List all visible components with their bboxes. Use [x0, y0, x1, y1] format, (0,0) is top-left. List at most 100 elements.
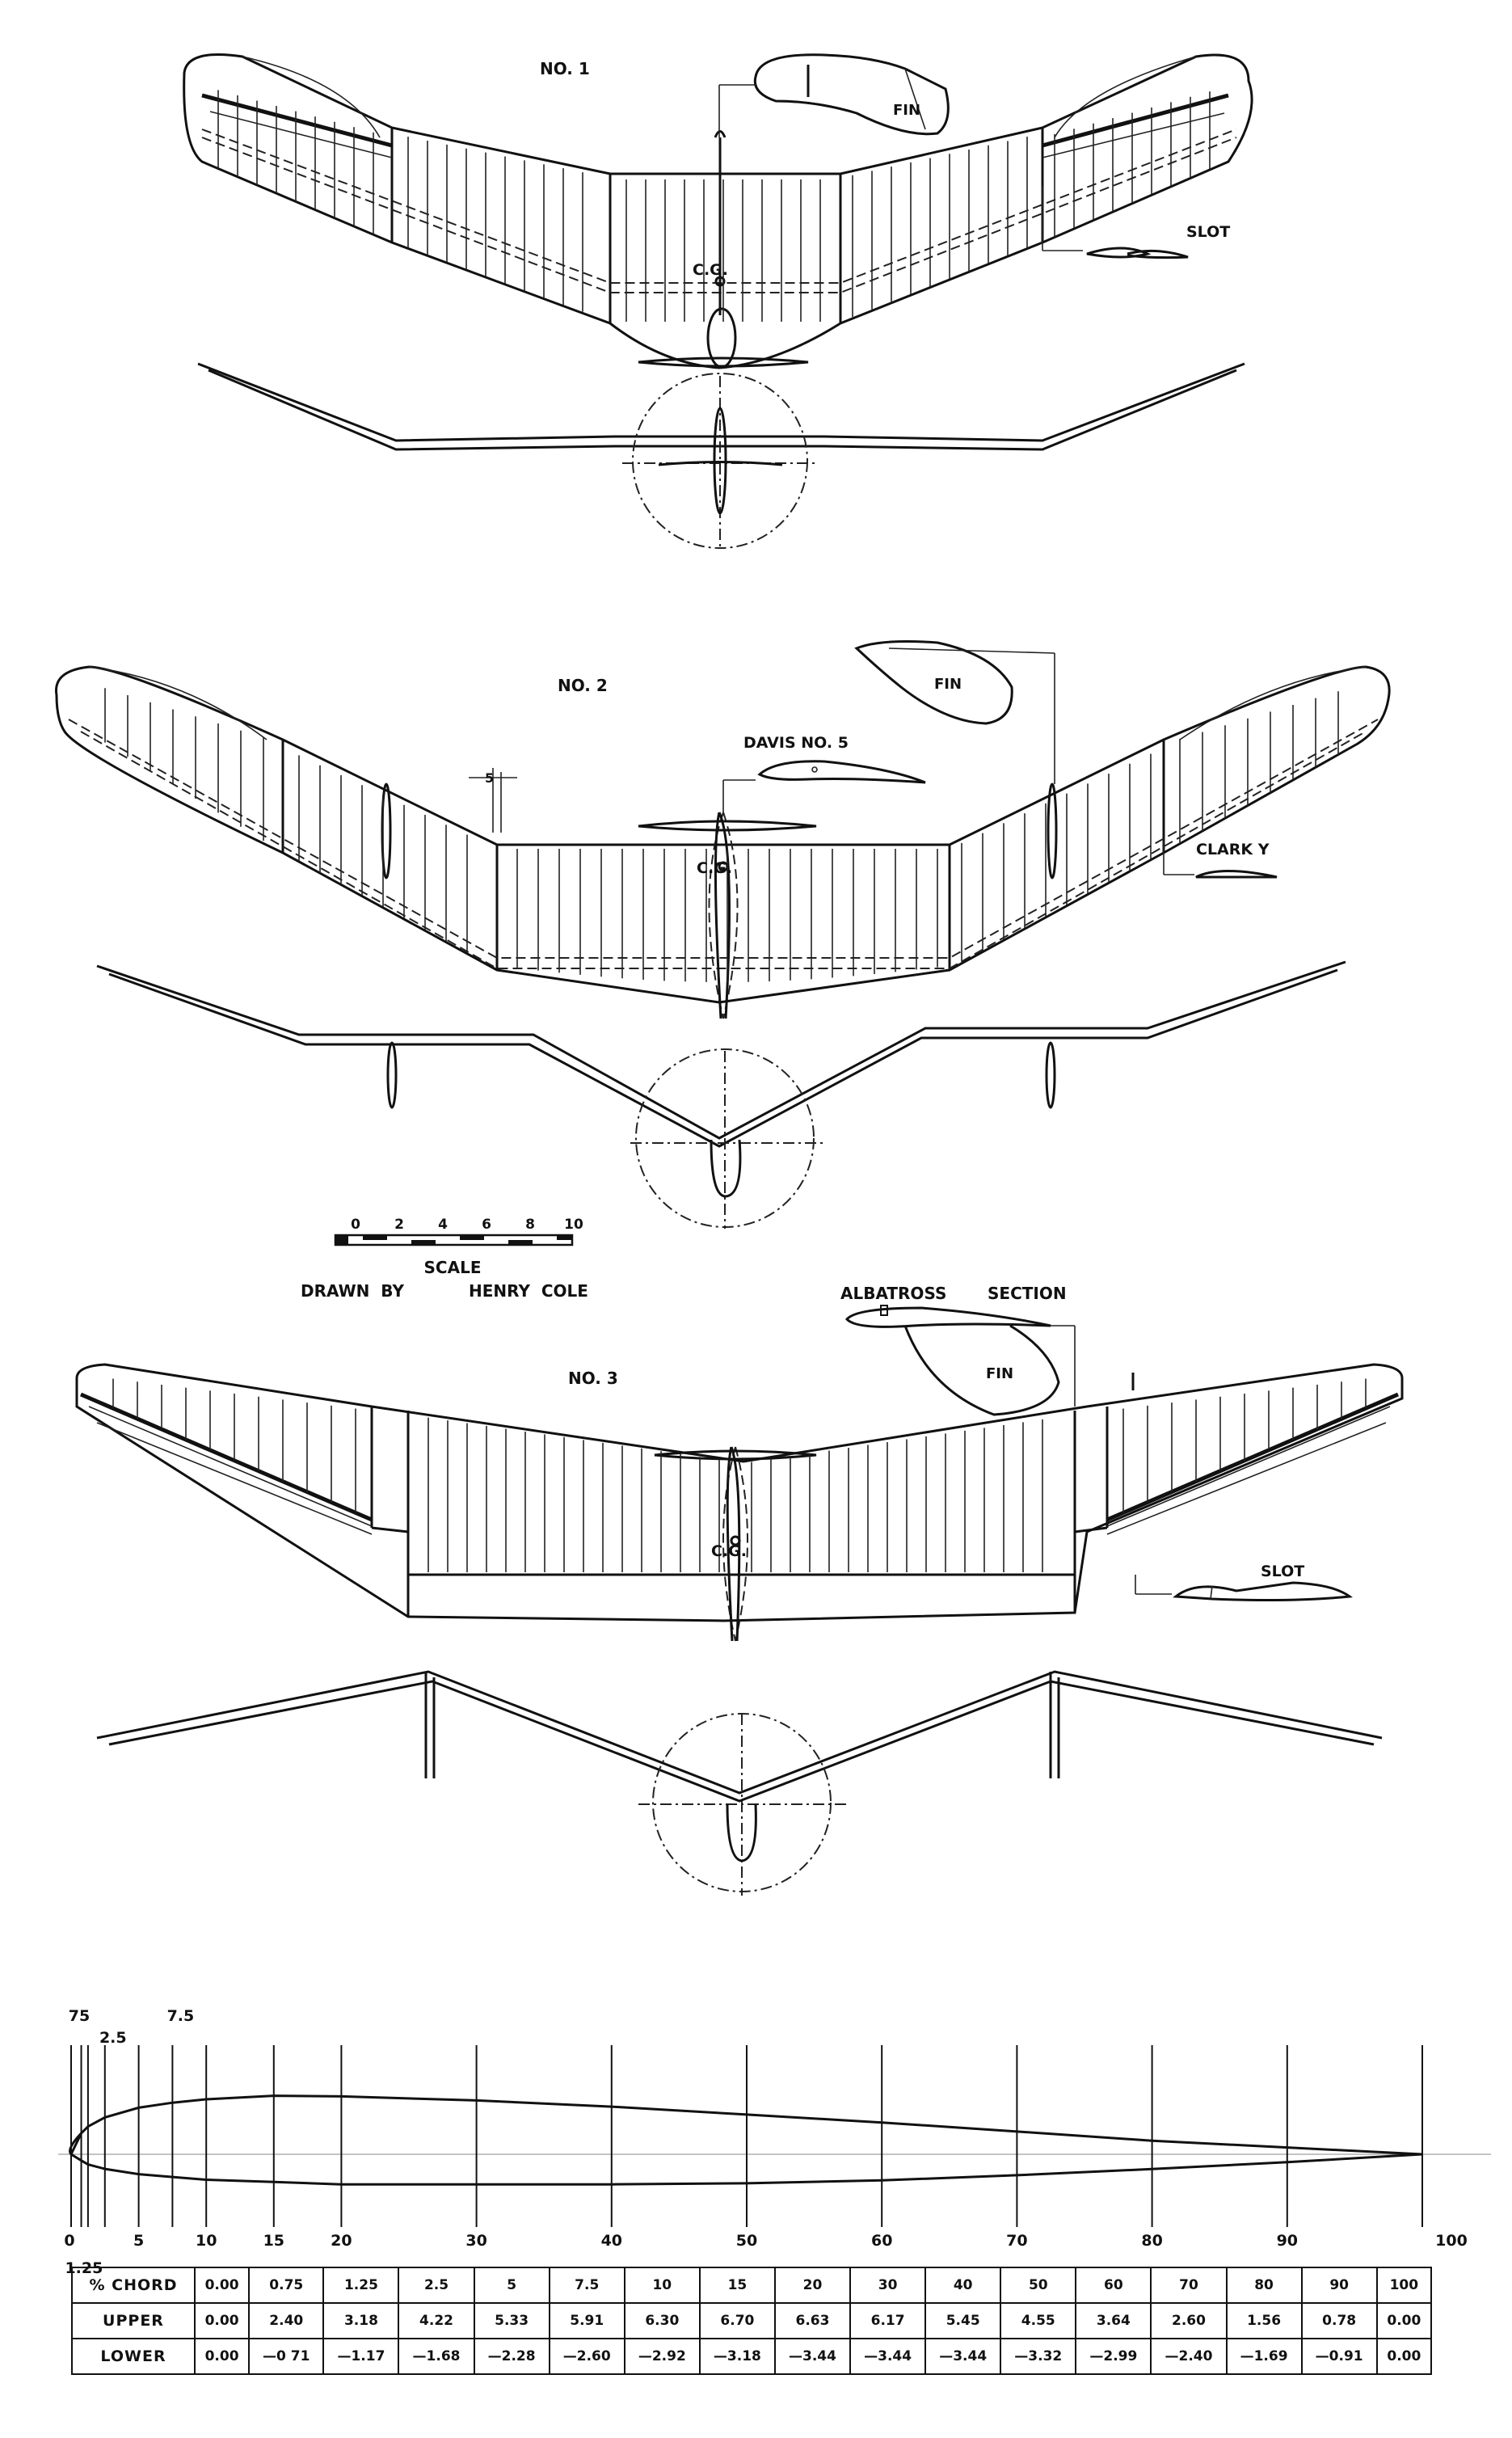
station-label: 70: [1006, 2232, 1027, 2250]
ordinate-cell: —3.32: [1000, 2338, 1077, 2375]
station-label: 60: [871, 2232, 892, 2250]
ordinate-cell: —2.99: [1075, 2338, 1152, 2375]
albatross-label: ALBATROSS: [840, 1284, 946, 1303]
station-top-label: 2.5: [99, 2029, 127, 2047]
scale-tick-label: 8: [525, 1217, 535, 1233]
ordinate-cell: —3.18: [698, 2338, 776, 2375]
glider-1-label: NO. 1: [540, 59, 590, 78]
ordinate-cell: 3.18: [322, 2302, 400, 2339]
station-label: 20: [331, 2232, 352, 2250]
glider-3-plan: [75, 1363, 1404, 1642]
ordinate-cell: —3.44: [924, 2338, 1002, 2375]
clark-y-detail: [1163, 841, 1278, 879]
ordinate-cell: 4.55: [1000, 2302, 1077, 2339]
ordinate-cell: 5.91: [548, 2302, 625, 2339]
drawn-by-label: DRAWN BY: [301, 1281, 404, 1301]
ordinate-cell: 1.56: [1225, 2302, 1303, 2339]
ordinate-cell: 80: [1225, 2267, 1303, 2304]
ordinate-cell: 20: [773, 2267, 852, 2304]
section-label: SECTION: [988, 1284, 1067, 1303]
albatross-fin-detail: [844, 1305, 1076, 1416]
ordinate-cell: 5.45: [924, 2302, 1002, 2339]
ordinate-cell: 10: [623, 2267, 701, 2304]
station-label: 15: [263, 2232, 284, 2250]
ordinate-cell: 0.00: [193, 2338, 251, 2375]
dimension-5-label: 5: [485, 770, 494, 786]
station-label: 90: [1277, 2232, 1298, 2250]
ordinate-cell: —2.60: [548, 2338, 625, 2375]
ordinate-cell: 7.5: [548, 2267, 625, 2304]
fin-2-detail: [854, 640, 1055, 784]
station-label: 0: [64, 2232, 74, 2250]
glider-3-front: [96, 1670, 1383, 1896]
ordinate-cell: 15: [698, 2267, 776, 2304]
scale-tick-label: 4: [438, 1217, 448, 1233]
station-label: 40: [601, 2232, 622, 2250]
ordinate-cell: 0.00: [1375, 2338, 1433, 2375]
ordinate-cell: —1.68: [398, 2338, 475, 2375]
scale-tick-label: 6: [482, 1217, 491, 1233]
row-header-cell: % CHORD: [71, 2267, 196, 2304]
station-label: 50: [736, 2232, 757, 2250]
davis-label: DAVIS NO. 5: [743, 734, 849, 752]
row-header-cell: LOWER: [71, 2338, 196, 2375]
ordinate-cell: 5: [473, 2267, 550, 2304]
slot-3-label: SLOT: [1261, 1563, 1304, 1580]
ordinate-cell: 1.25: [322, 2267, 400, 2304]
upper-surface-line: [69, 2094, 1423, 2156]
ordinate-cell: 6.30: [623, 2302, 701, 2339]
cog-1-label: C.G.: [693, 261, 728, 279]
ordinate-cell: 0.00: [193, 2267, 251, 2304]
glider-2-front: [96, 960, 1346, 1229]
cog-3-label: C.G.: [711, 1542, 747, 1560]
ordinate-cell: 0.78: [1300, 2302, 1378, 2339]
scale-tick-label: 2: [394, 1217, 404, 1233]
station-top-label: 75: [69, 2007, 90, 2025]
ordinate-cell: 40: [924, 2267, 1002, 2304]
station-label: 30: [465, 2232, 486, 2250]
scale-tick-label: 0: [351, 1217, 360, 1233]
wing-ribs: [104, 90, 1367, 1572]
ordinate-cell: 4.22: [398, 2302, 475, 2339]
ordinate-cell: 70: [1150, 2267, 1228, 2304]
station-label: 80: [1141, 2232, 1162, 2250]
slot-1-label: SLOT: [1186, 223, 1230, 241]
glider-1-front: [197, 362, 1245, 550]
station-label: 100: [1435, 2232, 1468, 2250]
glider-1-plan: [183, 53, 1253, 369]
ordinate-cell: 3.64: [1075, 2302, 1152, 2339]
ordinate-cell: 5.33: [473, 2302, 550, 2339]
ordinate-cell: —2.28: [473, 2338, 550, 2375]
ordinate-cell: 2.40: [248, 2302, 325, 2339]
leading-edge: [69, 2132, 82, 2156]
row-header-cell: UPPER: [71, 2302, 196, 2339]
ordinate-cell: 6.70: [698, 2302, 776, 2339]
glider-2-label: NO. 2: [558, 676, 608, 695]
ordinate-cell: —3.44: [773, 2338, 852, 2375]
station-label: 5: [133, 2232, 144, 2250]
station-label: 10: [196, 2232, 217, 2250]
fin-1-label: FIN: [893, 102, 920, 119]
glider-3-label: NO. 3: [568, 1369, 618, 1388]
davis-section-detail: [722, 760, 926, 812]
ordinate-cell: 30: [849, 2267, 927, 2304]
ordinate-cell: —3.44: [849, 2338, 927, 2375]
scale-title: SCALE: [424, 1258, 482, 1277]
clark-label: CLARK Y: [1196, 841, 1270, 858]
cog-2-label: C.G.: [697, 859, 732, 877]
lower-surface-line: [70, 2153, 1423, 2186]
slot-3-detail: [1135, 1575, 1353, 1601]
ordinate-cell: —0 71: [248, 2338, 325, 2375]
fin-2-label: FIN: [934, 676, 962, 693]
ordinate-cell: 60: [1075, 2267, 1152, 2304]
ordinate-cell: 6.63: [773, 2302, 852, 2339]
fin-1-detail: [718, 53, 950, 137]
slot-1-detail: [1042, 186, 1189, 259]
glider-2-plan: [55, 665, 1391, 1019]
ordinate-cell: 0.75: [248, 2267, 325, 2304]
fin-3-label: FIN: [986, 1365, 1013, 1382]
